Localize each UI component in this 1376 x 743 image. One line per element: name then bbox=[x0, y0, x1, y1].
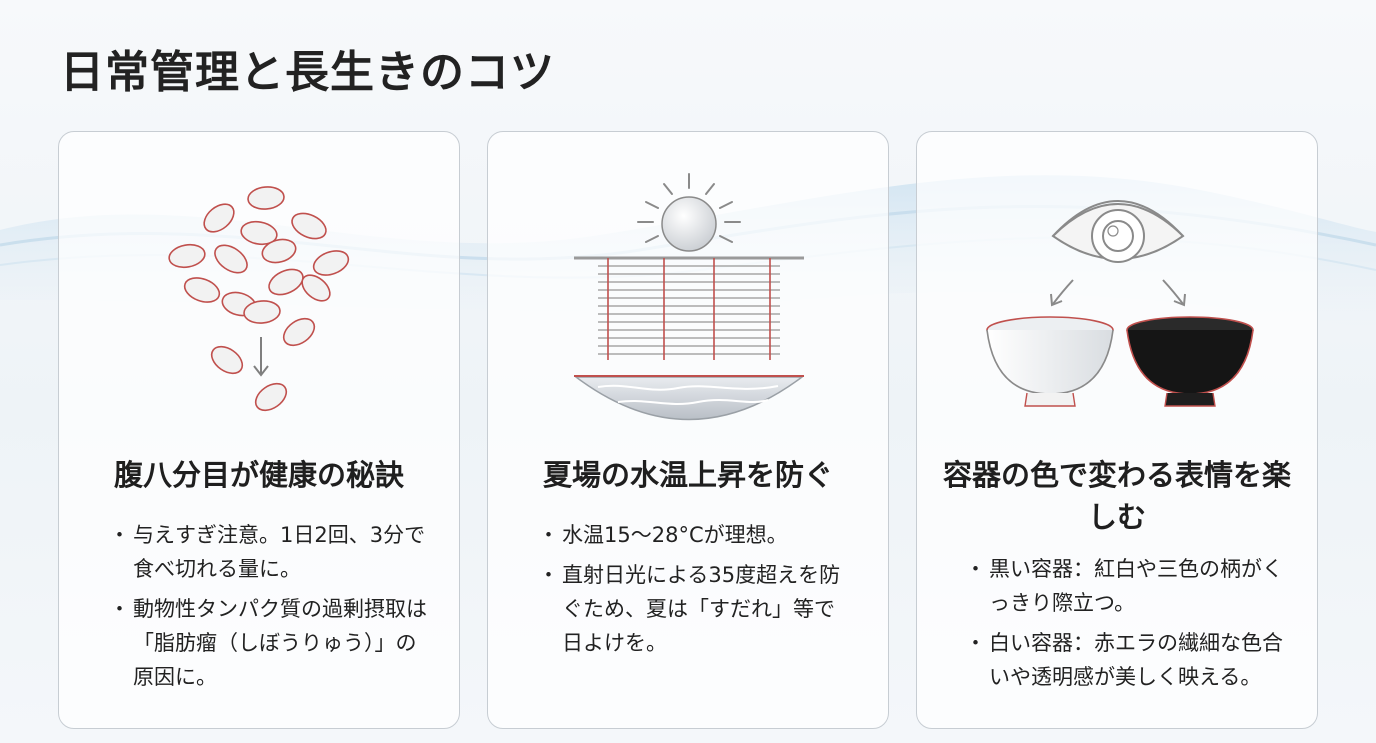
bullet-item: 黒い容器：紅白や三色の柄がくっきり際立つ。 bbox=[965, 552, 1285, 620]
pills-scatter-icon bbox=[168, 186, 350, 412]
bullet-item: 白い容器：赤エラの繊細な色合いや透明感が美しく映える。 bbox=[965, 626, 1285, 694]
sun-sudare-water-icon bbox=[573, 173, 805, 421]
card-water-temperature: 夏場の水温上昇を防ぐ 水温15〜28°Cが理想。 直射日光による35度超えを防ぐ… bbox=[487, 131, 889, 729]
card-title: 腹八分目が健康の秘訣 bbox=[113, 458, 404, 492]
bullet-item: 動物性タンパク質の過剰摂取は「脂肪瘤（しぼうりゅう）」の原因に。 bbox=[109, 592, 429, 694]
card-feeding: 腹八分目が健康の秘訣 与えすぎ注意。1日2回、3分で食べ切れる量に。 動物性タン… bbox=[58, 131, 460, 729]
page-title: 日常管理と長生きのコツ bbox=[60, 47, 555, 98]
bullet-list: 与えすぎ注意。1日2回、3分で食べ切れる量に。 動物性タンパク質の過剰摂取は「脂… bbox=[109, 518, 429, 700]
bullet-list: 黒い容器：紅白や三色の柄がくっきり際立つ。 白い容器：赤エラの繊細な色合いや透明… bbox=[965, 552, 1285, 700]
bullet-list: 水温15〜28°Cが理想。 直射日光による35度超えを防ぐため、夏は「すだれ」等… bbox=[538, 518, 848, 666]
eye-bowls-icon bbox=[986, 200, 1254, 407]
card-title: 夏場の水温上昇を防ぐ bbox=[542, 458, 833, 492]
bullet-item: 水温15〜28°Cが理想。 bbox=[538, 518, 848, 552]
bullet-item: 与えすぎ注意。1日2回、3分で食べ切れる量に。 bbox=[109, 518, 429, 586]
card-container-color: 容器の色で変わる表情を楽しむ 黒い容器：紅白や三色の柄がくっきり際立つ。 白い容… bbox=[916, 131, 1318, 729]
bullet-item: 直射日光による35度超えを防ぐため、夏は「すだれ」等で日よけを。 bbox=[538, 558, 848, 660]
card-title: 容器の色で変わる表情を楽しむ bbox=[942, 458, 1291, 534]
